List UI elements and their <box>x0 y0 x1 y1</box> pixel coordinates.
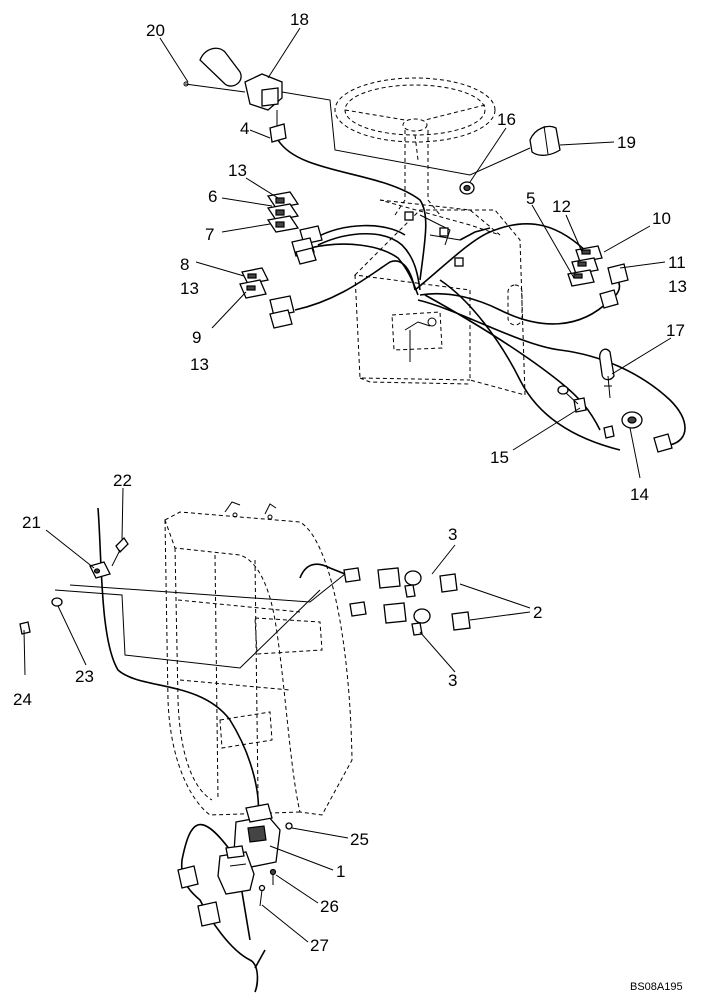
callout-14: 14 <box>630 485 649 504</box>
column-housing <box>353 209 526 396</box>
switch-group-right <box>567 245 629 309</box>
lever-handle <box>183 47 246 93</box>
ignition-switch <box>603 411 673 453</box>
switch-group-left-upper <box>266 191 323 265</box>
callout-19: 19 <box>617 133 636 152</box>
callout-27: 27 <box>310 936 329 955</box>
callout-5: 5 <box>526 189 535 208</box>
callout-12: 12 <box>552 197 571 216</box>
switch-bracket <box>244 73 531 176</box>
clip <box>529 125 561 156</box>
console-frame <box>164 501 353 816</box>
reference-code: BS08A195 <box>630 981 683 993</box>
steering-wheel <box>334 77 496 161</box>
harness-connectors <box>177 865 221 927</box>
callout-15: 15 <box>490 448 509 467</box>
callout-22: 22 <box>113 471 132 490</box>
callout-26: 26 <box>320 897 339 916</box>
callout-3-upper: 3 <box>448 525 457 544</box>
callout-6: 6 <box>208 187 217 206</box>
accessory-socket-lower <box>349 601 471 636</box>
lower-wire-harness <box>54 507 346 993</box>
callout-13-c: 13 <box>190 355 209 374</box>
connector-module <box>217 845 255 895</box>
callout-23: 23 <box>75 667 94 686</box>
callout-4: 4 <box>240 119 249 138</box>
ignition-key <box>599 348 615 399</box>
accessory-socket-upper <box>343 567 458 598</box>
steering-column <box>379 130 501 236</box>
callout-11: 11 <box>668 253 686 272</box>
callout-13-d: 13 <box>668 277 687 296</box>
callout-24: 24 <box>13 690 32 709</box>
leader-lines <box>23 27 672 943</box>
callout-21: 21 <box>22 513 41 532</box>
grommet <box>459 181 475 195</box>
callout-20: 20 <box>146 21 165 40</box>
callout-7: 7 <box>205 225 214 244</box>
callout-2: 2 <box>533 603 542 622</box>
callout-1: 1 <box>336 862 345 881</box>
callout-8: 8 <box>180 255 189 274</box>
callout-9: 9 <box>192 328 201 347</box>
callout-16: 16 <box>497 110 516 129</box>
callout-17: 17 <box>666 321 685 340</box>
lock-nut <box>557 385 587 413</box>
callout-3-lower: 3 <box>448 671 457 690</box>
ground-terminal <box>19 536 129 635</box>
callout-13-b: 13 <box>180 279 199 298</box>
callout-10: 10 <box>652 209 671 228</box>
callout-13-a: 13 <box>228 161 247 180</box>
callout-18: 18 <box>290 10 309 29</box>
switch-group-left-lower <box>239 267 295 329</box>
callout-labels: 20 18 4 16 19 13 6 7 8 13 9 13 5 12 10 1… <box>13 10 687 993</box>
upper-wire-harness <box>277 139 686 451</box>
callout-25: 25 <box>350 830 369 849</box>
fasteners <box>258 868 277 907</box>
